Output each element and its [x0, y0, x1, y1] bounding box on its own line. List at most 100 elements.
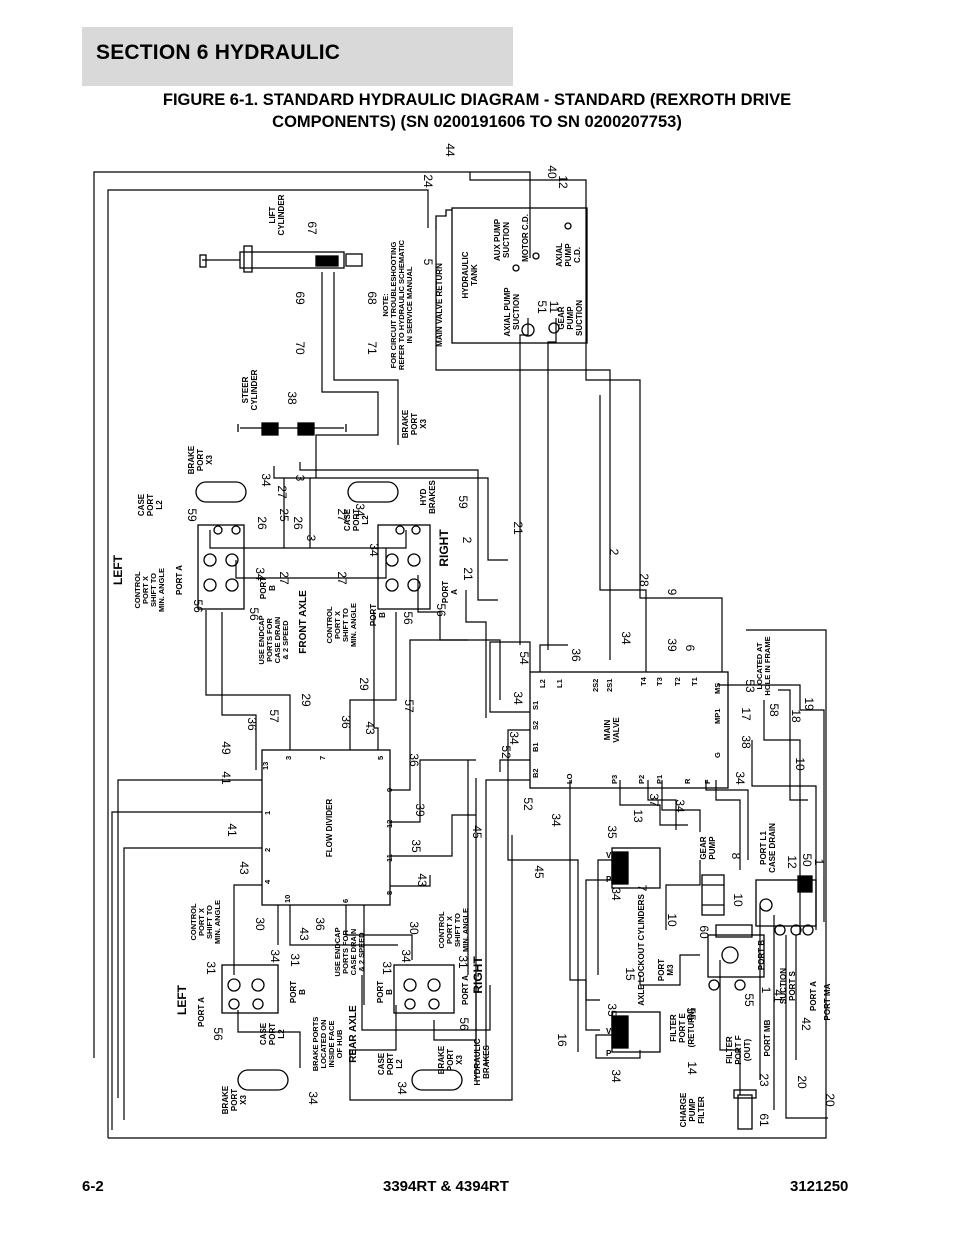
callout-number: 39 — [665, 638, 679, 652]
port-b-pump-label: PORT B — [757, 940, 766, 970]
callout-number: 67 — [305, 221, 319, 235]
main-valve-return-label: MAIN VALVE RETURN — [435, 263, 444, 347]
callout-number: 68 — [365, 291, 379, 305]
components — [195, 207, 817, 1130]
callout-number: 27 — [275, 485, 289, 499]
callout-number: 3 — [304, 535, 318, 542]
callout-number: 26 — [291, 516, 305, 530]
rear-left-case-port-label: CASEPORTL2 — [259, 1022, 286, 1045]
svg-text:12: 12 — [385, 820, 394, 828]
callout-number: 55 — [742, 993, 756, 1007]
callout-number: 36 — [339, 715, 353, 729]
callout-number: 36 — [313, 917, 327, 931]
callout-number: 53 — [743, 679, 757, 693]
callout-number: 56 — [211, 1027, 225, 1041]
svg-text:11: 11 — [385, 854, 394, 862]
axial-pump-cd-port — [564, 222, 572, 230]
lift-cylinder — [199, 245, 363, 273]
callout-number: 20 — [795, 1075, 809, 1089]
callout-number: 20 — [823, 1093, 837, 1107]
callout-number: 34 — [259, 473, 273, 487]
front-brake-port-label: BRAKEPORTX3 — [187, 445, 214, 474]
svg-text:T3: T3 — [655, 677, 664, 686]
callout-number: 59 — [456, 495, 470, 509]
axial-pump-suction-label: AXIAL PUMPSUCTION — [503, 287, 521, 337]
aux-pump-suction-port — [512, 264, 520, 272]
callout-number: 12 — [556, 175, 570, 189]
aux-pump-suction-label: AUX PUMPSUCTION — [493, 218, 511, 261]
hydraulic-tank-label: HYDRAULICTANK — [461, 251, 479, 298]
svg-text:9: 9 — [385, 788, 394, 792]
callout-number: 31 — [456, 955, 470, 969]
callout-number: 7 — [635, 885, 649, 892]
charge-pump-filter-label: CHARGEPUMPFILTER — [679, 1092, 706, 1127]
gear-pump-label: GEARPUMP — [699, 836, 717, 860]
svg-text:T2: T2 — [673, 677, 682, 686]
callout-number: 3 — [293, 475, 307, 482]
callout-number: 25 — [277, 508, 291, 522]
rear-axle-label: REAR AXLE — [348, 1005, 359, 1063]
callout-number: 34 — [511, 691, 525, 705]
callout-number: 58 — [767, 703, 781, 717]
front-use-endcap-label: USE ENDCAPPORTS FORCASE DRAIN& 2 SPEED — [257, 615, 290, 664]
callout-number: 34 — [253, 567, 267, 581]
front-right-side-label: RIGHT — [437, 529, 451, 567]
gear-pump — [701, 874, 725, 916]
svg-text:P3: P3 — [610, 775, 619, 784]
svg-text:L2: L2 — [538, 679, 547, 688]
rear-right-side-label: RIGHT — [471, 956, 485, 994]
lockout-upper-p-label: P — [606, 875, 612, 884]
flow-divider — [261, 749, 391, 906]
lockout-lower-p-label: P — [606, 1049, 612, 1058]
footer-doc-number: 3121250 — [790, 1178, 849, 1195]
callout-number: 36 — [569, 648, 583, 662]
callout-number: 49 — [219, 741, 233, 755]
callout-number: 34 — [507, 731, 521, 745]
callout-number: 41 — [771, 989, 785, 1003]
gear-pump-suction-label: GEARPUMPSUCTION — [557, 300, 584, 336]
front-right-case-port-label: CASEPORTL2 — [343, 508, 370, 531]
callout-number: 54 — [517, 651, 531, 665]
callout-number: 18 — [789, 709, 803, 723]
svg-text:L1: L1 — [555, 679, 564, 688]
steer-cylinder-label: STEERCYLINDER — [241, 369, 259, 410]
callout-number: 51 — [535, 300, 549, 314]
callout-number: 34 — [268, 949, 282, 963]
rear-right-control-port-label: CONTROLPORT XSHIFT TOMIN. ANGLE — [437, 908, 470, 952]
callout-number: 10 — [793, 757, 807, 771]
figure-title-line-2: COMPONENTS) (SN 0200191606 TO SN 0200207… — [272, 113, 682, 131]
svg-text:10: 10 — [283, 895, 292, 903]
callout-number: 34 — [395, 1081, 409, 1095]
front-right-brake-port-label: BRAKEPORTX3 — [401, 409, 428, 438]
axle-lockout-cylinder-upper — [611, 847, 661, 889]
rear-right-port-a-label: PORT A — [461, 975, 470, 1005]
callout-number: 57 — [402, 699, 416, 713]
port-mb-label: PORT MB — [763, 1019, 772, 1056]
svg-text:MS: MS — [713, 683, 722, 694]
front-axle-label: FRONT AXLE — [298, 590, 309, 654]
svg-text:R: R — [683, 778, 692, 784]
svg-text:B1: B1 — [531, 742, 540, 752]
callout-number: 55 — [684, 1007, 698, 1021]
rear-right-brake — [411, 1069, 463, 1091]
callout-number: 27 — [335, 571, 349, 585]
callout-number: 52 — [499, 745, 513, 759]
callout-number: 27 — [277, 571, 291, 585]
callout-number: 56 — [434, 603, 448, 617]
callout-number: 34 — [306, 1091, 320, 1105]
section-header-band: SECTION 6 HYDRAULIC — [82, 27, 513, 86]
steer-cylinder — [237, 422, 347, 436]
rear-right-port-b-label: PORTB — [376, 981, 394, 1003]
rear-right-case-port-label: CASEPORTL2 — [377, 1052, 404, 1075]
svg-text:7: 7 — [318, 756, 327, 760]
front-left-port-a-label: PORT A — [175, 565, 184, 595]
port-a-pump-label: PORT A — [809, 981, 818, 1011]
callout-number: 15 — [623, 967, 637, 981]
callout-number: 31 — [288, 953, 302, 967]
callout-number: 38 — [739, 735, 753, 749]
callout-number: 1 — [812, 859, 826, 866]
callout-number: 50 — [800, 853, 814, 867]
rear-right-brake-port-label: BRAKEPORTX3 — [437, 1045, 464, 1074]
callout-number: 70 — [293, 341, 307, 355]
callout-number: 34 — [619, 631, 633, 645]
